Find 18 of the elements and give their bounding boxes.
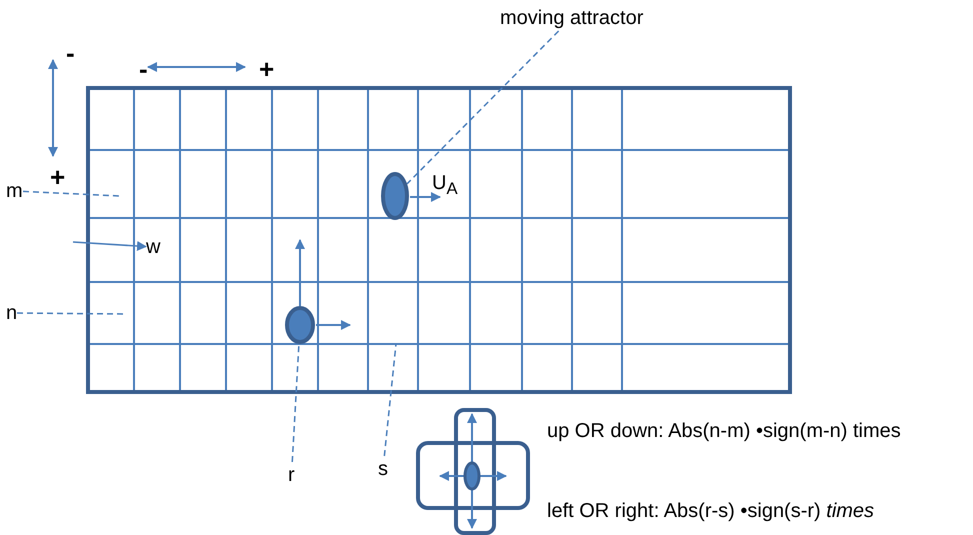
label-text: s bbox=[378, 456, 388, 482]
leader-line bbox=[406, 30, 560, 184]
sign-label: - bbox=[66, 40, 75, 66]
leader-line bbox=[22, 190, 120, 197]
label-text: up OR down: Abs(n-m) •sign(m-n) times bbox=[547, 419, 901, 444]
sign-label: - bbox=[139, 56, 148, 82]
arrow bbox=[72, 241, 147, 251]
label-text: w bbox=[146, 234, 160, 260]
label-text: U$_{A}$ bbox=[432, 171, 458, 200]
sign-label: + bbox=[50, 164, 66, 190]
label-text: moving attractor bbox=[500, 5, 644, 31]
label-text: left OR right: Abs(r-s) •sign(s-r) times bbox=[547, 499, 874, 524]
leader-line bbox=[291, 344, 300, 462]
sign-label: + bbox=[259, 56, 274, 82]
label-text: r bbox=[288, 462, 295, 488]
label-text: n bbox=[6, 300, 18, 326]
leader-line bbox=[384, 344, 397, 456]
label-text: m bbox=[6, 178, 23, 204]
